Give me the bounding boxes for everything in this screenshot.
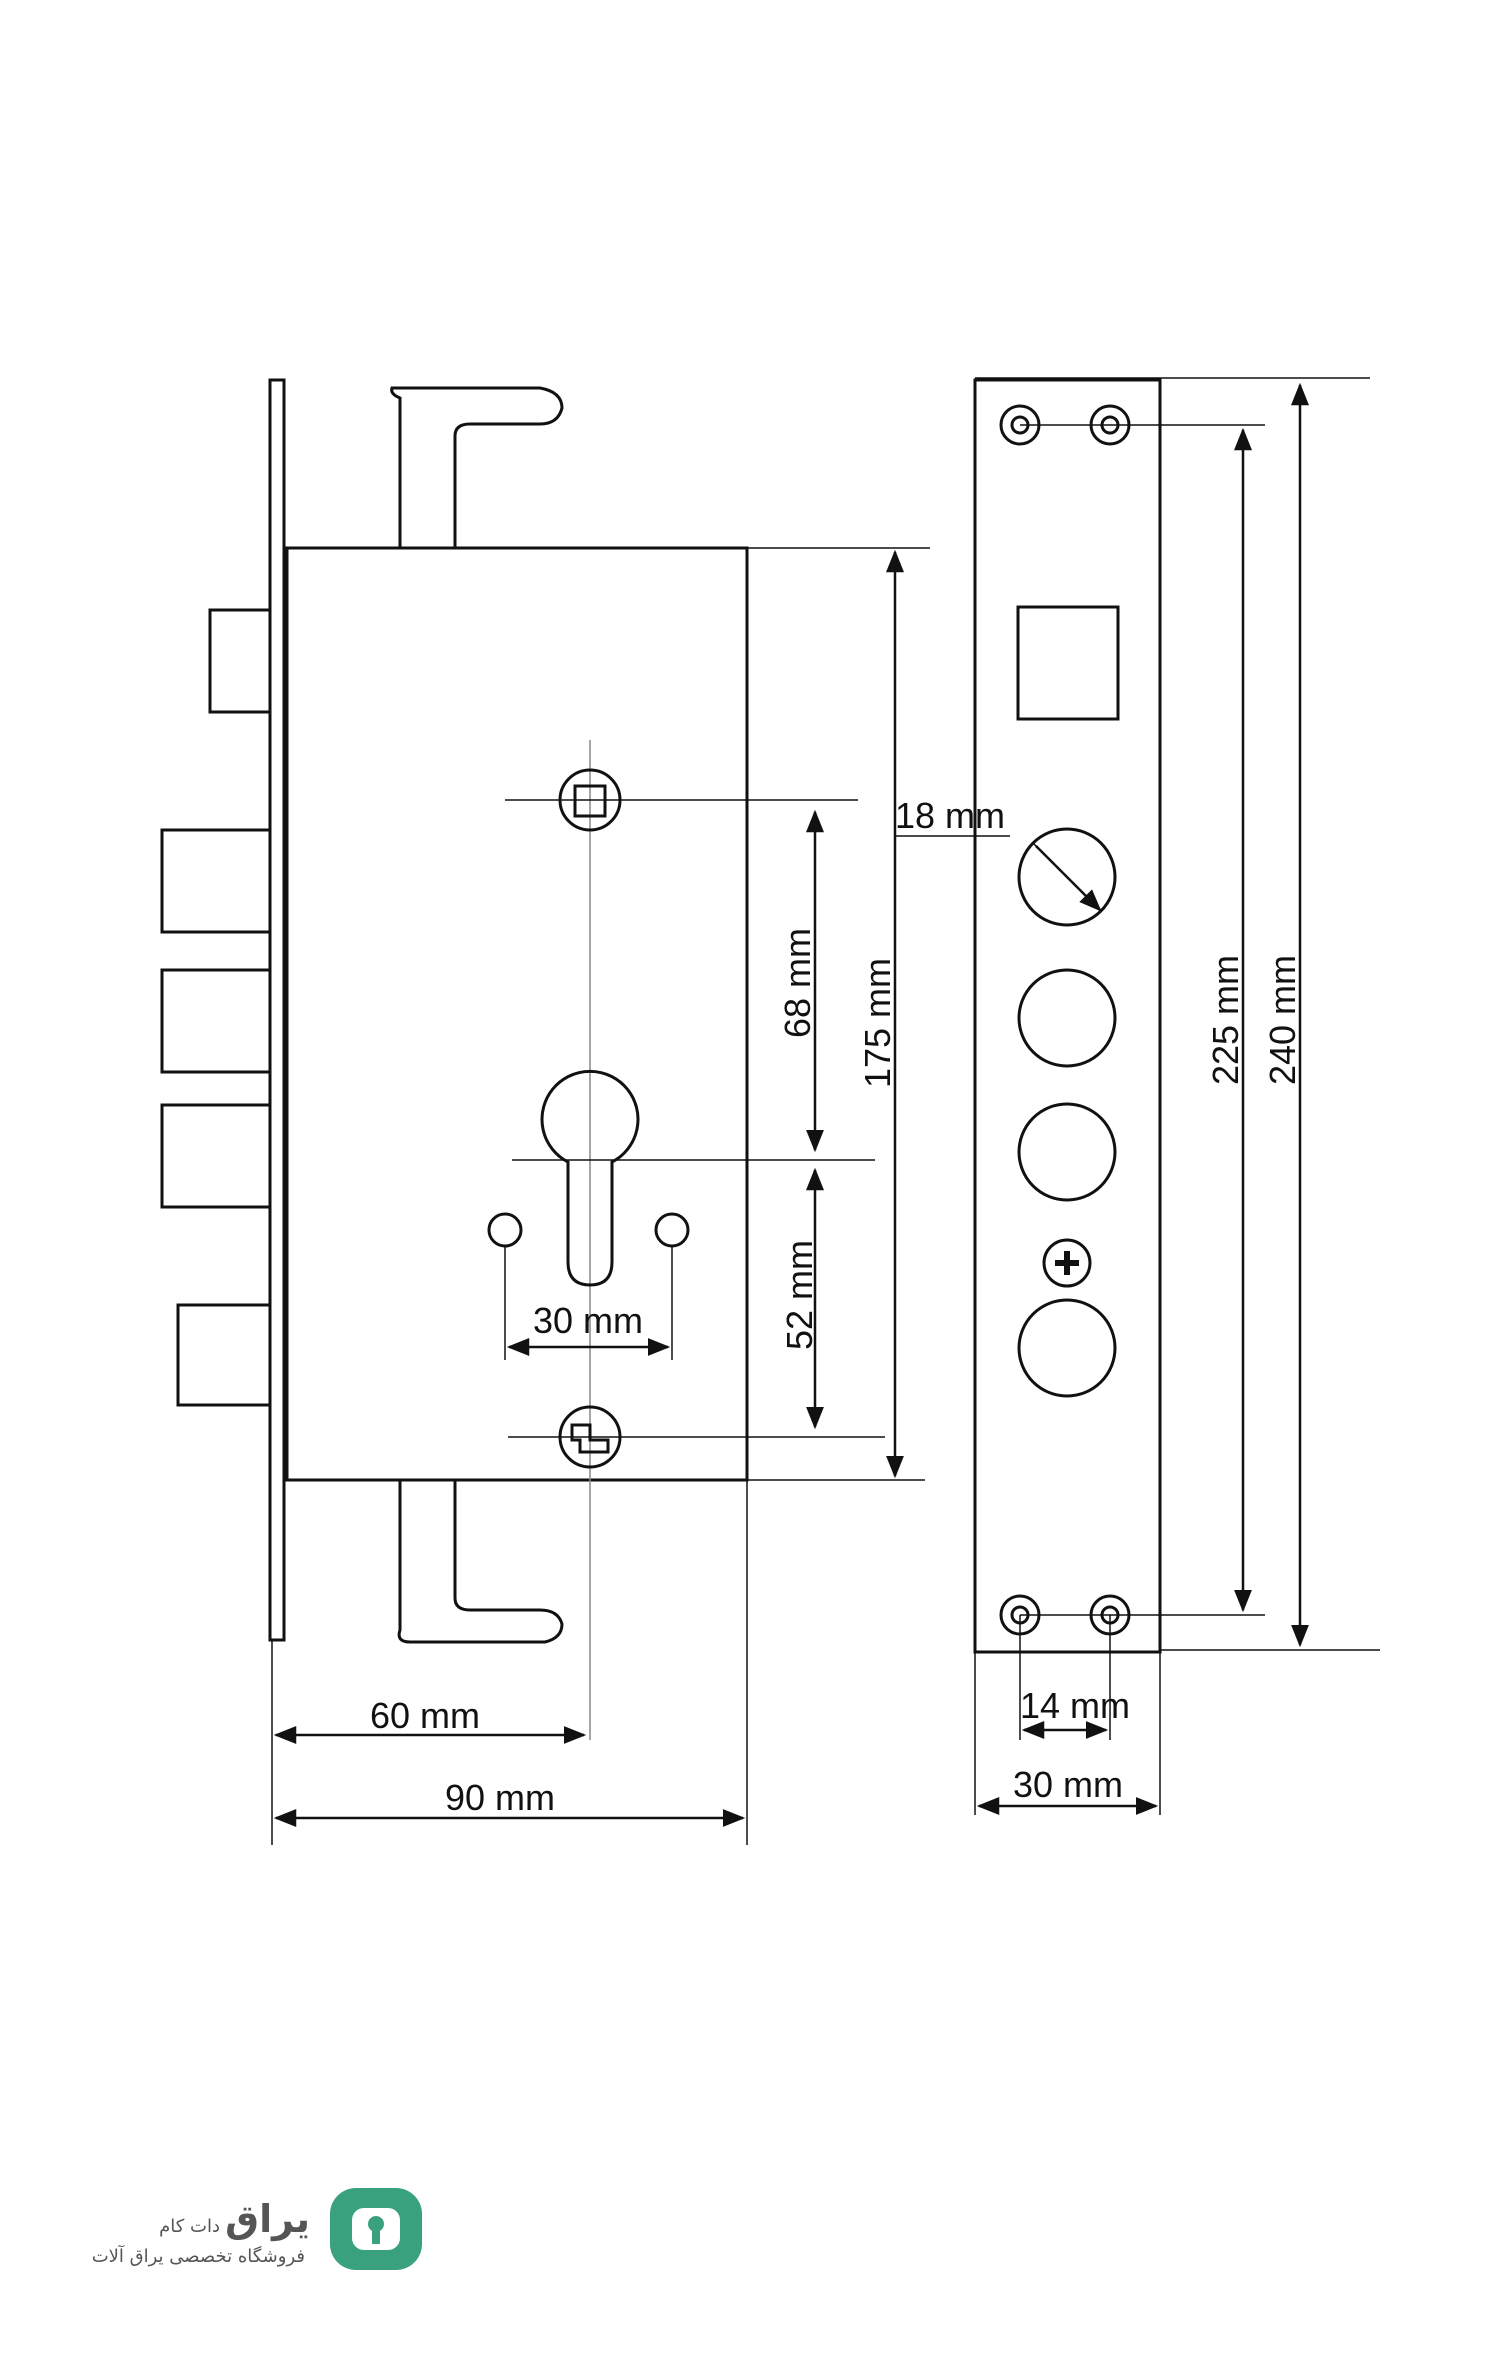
dim-label-90: 90 mm [445, 1777, 555, 1818]
brand-logo: یراق دات کام فروشگاه تخصصی یراق آلات [92, 2188, 422, 2270]
faceplate-view [973, 378, 1162, 1654]
center-screw [1042, 1238, 1092, 1288]
faceplate-reference-lines [895, 377, 1380, 1815]
side-bolt-3 [160, 968, 272, 1074]
logo-tagline: فروشگاه تخصصی یراق آلات [92, 2244, 305, 2267]
bolt-hole-1 [1017, 827, 1117, 927]
dim-label-240: 240 mm [1262, 955, 1303, 1085]
dim-label-68: 68 mm [777, 928, 818, 1038]
dim-label-52: 52 mm [779, 1240, 820, 1350]
bolt-hole-2 [1017, 968, 1117, 1068]
dim-label-225: 225 mm [1205, 955, 1246, 1085]
dim-label-18: 18 mm [895, 795, 1005, 836]
front-plate-edge [268, 378, 286, 1642]
reference-lines [271, 547, 930, 1845]
screw-hole-left [487, 1212, 523, 1248]
side-bolt-4 [160, 1103, 272, 1209]
top-hook-bolt [390, 386, 564, 548]
cylinder-profile [487, 1069, 690, 1287]
bolt-hole-3 [1017, 1102, 1117, 1202]
dim-label-faceplate-30: 30 mm [1013, 1764, 1123, 1805]
logo-suffix: دات کام [159, 2216, 220, 2237]
screw-hole-right [654, 1212, 690, 1248]
lock-case [285, 546, 749, 1482]
bolt-hole-4 [1017, 1298, 1117, 1398]
latch-opening [1016, 605, 1120, 721]
faceplate [973, 378, 1162, 1654]
dim-label-175: 175 mm [857, 958, 898, 1088]
dimension-arrows-left [273, 549, 904, 1827]
side-bolt-2 [160, 828, 272, 934]
logo-brand-name: یراق [225, 2197, 310, 2241]
dimension-arrows-right [976, 382, 1309, 1815]
side-bolt-1 [208, 608, 272, 714]
dim-label-60: 60 mm [370, 1695, 480, 1736]
lock-body-view [160, 378, 749, 1644]
center-screw-cross [1055, 1251, 1079, 1275]
bottom-hook-bolt [397, 1480, 564, 1644]
dim-label-14: 14 mm [1020, 1685, 1130, 1726]
dim-label-cylinder-30: 30 mm [533, 1300, 643, 1341]
side-bolt-5 [176, 1303, 272, 1407]
